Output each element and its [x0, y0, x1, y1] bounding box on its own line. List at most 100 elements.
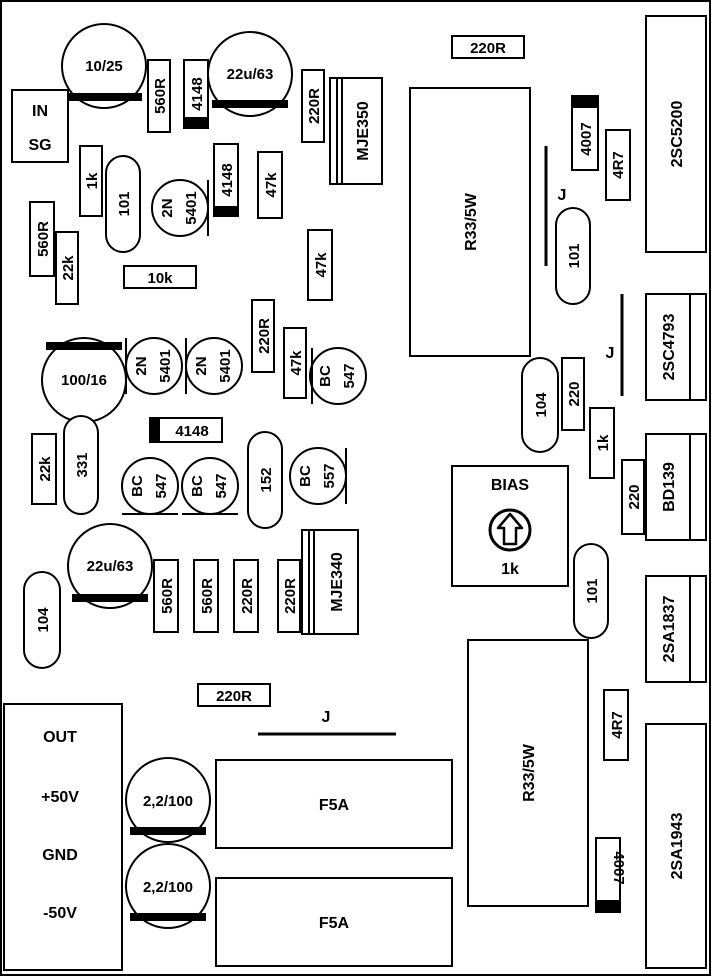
connector-gnd-label: GND — [42, 847, 78, 864]
diode-4148-3: 4148 — [149, 417, 223, 443]
resistor-r33-2: R33/5W — [467, 639, 589, 907]
diode-4148-3-label: 4148 — [175, 423, 208, 440]
resistor-220r-v4: 220R — [277, 559, 301, 633]
resistor-220-1-label: 220 — [566, 381, 583, 406]
resistor-4r7-2-label: 4R7 — [609, 711, 626, 739]
resistor-4r7-1-label: 4R7 — [610, 151, 627, 179]
resistor-r33-2-label: R33/5W — [521, 743, 538, 802]
capacitor-2-2-100-1: 2,2/100 — [125, 757, 211, 843]
capacitor-152-label: 152 — [258, 467, 275, 492]
connector-minus50v-label: -50V — [43, 905, 77, 922]
resistor-47k-1: 47k — [257, 151, 283, 219]
resistor-560r-1: 560R — [147, 59, 171, 133]
transistor-bc547-2: BC 547 — [121, 457, 179, 515]
transistor-2sa1943-label: 2SA1943 — [669, 813, 686, 880]
connector-out-label: OUT — [43, 729, 77, 746]
capacitor-22u63-2: 22u/63 — [67, 523, 153, 609]
transistor-bc547-1-label-b: 547 — [341, 363, 358, 388]
capacitor-2-2-100-2: 2,2/100 — [125, 843, 211, 929]
resistor-560r-3: 560R — [153, 559, 179, 633]
resistor-220r-v3: 220R — [233, 559, 259, 633]
capacitor-22u63-2-label: 22u/63 — [87, 558, 134, 575]
capacitor-10-25: 10/25 — [61, 23, 147, 109]
resistor-220r-v4-label: 220R — [282, 578, 299, 614]
resistor-47k-3: 47k — [283, 327, 307, 399]
diode-4007-1-label: 4007 — [578, 122, 595, 155]
resistor-1k-1-label: 1k — [84, 172, 101, 189]
jumper-3: J — [258, 709, 396, 736]
resistor-r33-1: R33/5W — [409, 87, 531, 357]
transistor-mje340: MJE340 — [301, 529, 359, 635]
jumper-2-label: J — [606, 345, 615, 362]
transistor-bc547-1: BC 547 — [309, 347, 367, 405]
transistor-bc547-2-label-a: BC — [129, 475, 146, 497]
transistor-bc557-label-b: 557 — [321, 463, 338, 488]
input-connector: IN SG — [11, 89, 69, 163]
transistor-bd139: BD139 — [645, 433, 707, 541]
resistor-220r-h2-label: 220R — [216, 688, 252, 705]
jumper-1: J — [544, 146, 567, 266]
transistor-mje350: MJE350 — [329, 77, 383, 185]
capacitor-101-2-label: 101 — [566, 243, 583, 268]
transistor-mje350-label: MJE350 — [355, 101, 372, 161]
capacitor-152: 152 — [247, 431, 283, 529]
resistor-4r7-2: 4R7 — [603, 689, 629, 761]
input-connector-top-label: IN — [32, 103, 48, 120]
transistor-2n5401-1: 2N 5401 — [151, 179, 209, 237]
diode-4007-1: 4007 — [571, 95, 599, 171]
diode-4148-2-label: 4148 — [219, 163, 236, 196]
transistor-bc547-3-label-a: BC — [189, 475, 206, 497]
capacitor-331: 331 — [63, 415, 99, 515]
resistor-22k-1: 22k — [55, 231, 79, 305]
output-power-connector: OUT +50V GND -50V — [3, 703, 123, 971]
transistor-2sc5200-label: 2SC5200 — [669, 101, 686, 168]
capacitor-101-2: 101 — [555, 207, 591, 305]
capacitor-104-2-label: 104 — [35, 607, 52, 633]
capacitor-331-label: 331 — [74, 452, 91, 477]
resistor-220-2: 220 — [621, 459, 645, 535]
resistor-560r-4-label: 560R — [199, 578, 216, 614]
transistor-2sc5200: 2SC5200 — [645, 15, 707, 253]
input-connector-bottom-label: SG — [28, 137, 51, 154]
resistor-560r-1-label: 560R — [152, 78, 169, 114]
resistor-220r-h2: 220R — [197, 683, 271, 707]
resistor-10k-label: 10k — [147, 270, 173, 287]
connector-plus50v-label: +50V — [41, 789, 79, 806]
capacitor-101-1-label: 101 — [116, 191, 133, 216]
resistor-47k-2-label: 47k — [313, 252, 330, 278]
resistor-22k-1-label: 22k — [60, 255, 77, 281]
transistor-2sa1837-label: 2SA1837 — [661, 596, 678, 663]
bias-trimmer-value: 1k — [501, 561, 519, 578]
resistor-220r-v1: 220R — [301, 69, 325, 143]
transistor-2n5401-2-label-b: 5401 — [157, 349, 174, 382]
capacitor-101-3: 101 — [573, 543, 609, 639]
diode-4007-2: 4007 — [595, 837, 627, 913]
diode-4148-1: 4148 — [183, 59, 209, 129]
transistor-2n5401-3-label-b: 5401 — [217, 349, 234, 382]
diode-4148-1-label: 4148 — [189, 77, 206, 110]
capacitor-101-3-label: 101 — [584, 578, 601, 603]
transistor-2n5401-2-label-a: 2N — [133, 356, 150, 375]
transistor-2sa1943: 2SA1943 — [645, 723, 707, 969]
resistor-560r-4: 560R — [193, 559, 219, 633]
transistor-2n5401-3: 2N 5401 — [185, 337, 243, 395]
resistor-22k-2-label: 22k — [37, 456, 54, 482]
resistor-22k-2: 22k — [31, 433, 57, 505]
transistor-bc557: BC 557 — [289, 447, 347, 505]
transistor-2n5401-1-label-a: 2N — [159, 198, 176, 217]
capacitor-100-16: 100/16 — [41, 337, 127, 423]
bias-trimmer-label: BIAS — [491, 477, 530, 494]
fuse-f5a-2-label: F5A — [319, 915, 350, 932]
transistor-2n5401-1-label-b: 5401 — [183, 191, 200, 224]
resistor-4r7-1: 4R7 — [605, 129, 631, 201]
diode-4007-2-label: 4007 — [610, 851, 627, 884]
diode-4148-2: 4148 — [213, 143, 239, 217]
transistor-2n5401-2: 2N 5401 — [125, 337, 183, 395]
fuse-f5a-1-label: F5A — [319, 797, 350, 814]
resistor-220r-h1: 220R — [451, 35, 525, 59]
jumper-3-label: J — [322, 709, 331, 726]
jumper-1-label: J — [558, 187, 567, 204]
resistor-47k-2: 47k — [307, 229, 333, 301]
